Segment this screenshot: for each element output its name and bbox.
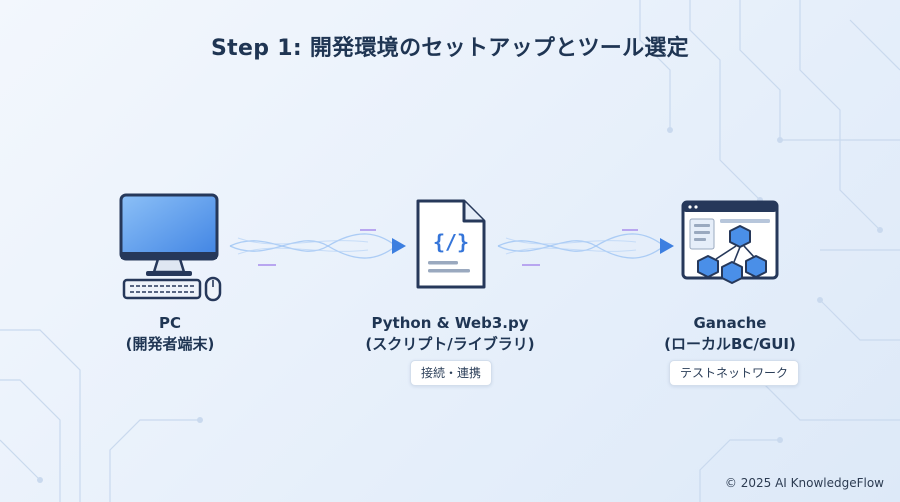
test-network-badge: テストネットワーク xyxy=(669,360,800,386)
code-file-icon: {/} xyxy=(416,199,486,289)
connection-badge: 接続・連携 xyxy=(410,360,493,386)
keyboard-icon xyxy=(122,278,202,300)
copyright-footer: © 2025 AI KnowledgeFlow xyxy=(724,476,884,490)
node-name: PC xyxy=(158,314,181,332)
node-label-python: Python & Web3.py (スクリプト/ライブラリ) xyxy=(345,313,555,355)
node-subtitle: (開発者端末) xyxy=(125,335,215,353)
node-label-pc: PC (開発者端末) xyxy=(95,313,245,355)
node-name: Python & Web3.py xyxy=(371,314,529,332)
node-label-ganache: Ganache (ローカルBC/GUI) xyxy=(640,313,820,355)
node-subtitle: (ローカルBC/GUI) xyxy=(664,335,796,353)
blockchain-dashboard-icon xyxy=(681,200,779,284)
arrow-right-icon xyxy=(496,229,674,266)
code-glyph: {/} xyxy=(433,230,469,254)
arrow-right-icon xyxy=(228,229,406,266)
desktop-computer-icon xyxy=(119,193,222,302)
node-name: Ganache xyxy=(693,314,767,332)
node-subtitle: (スクリプト/ライブラリ) xyxy=(365,335,535,353)
page-title: Step 1: 開発環境のセットアップとツール選定 xyxy=(211,36,689,61)
mouse-icon xyxy=(204,276,222,302)
